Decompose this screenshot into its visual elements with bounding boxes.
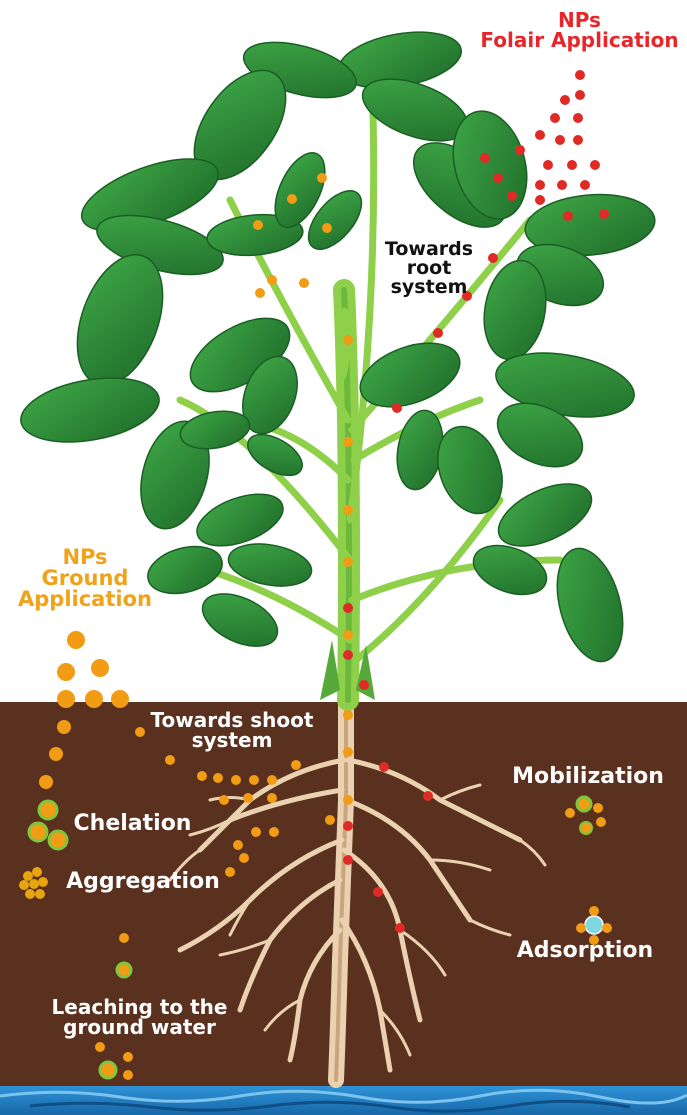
mobilization-label: Mobilization bbox=[492, 766, 684, 788]
aggregation-label: Aggregation bbox=[48, 871, 238, 893]
leaching-line-1: Leaching to the bbox=[22, 997, 257, 1017]
ground-label-line-3: Application bbox=[0, 589, 170, 610]
towards-root-line-3: system bbox=[364, 278, 494, 297]
towards-root-label: Towards root system bbox=[364, 240, 494, 297]
ground-label-line-2: Ground bbox=[0, 568, 170, 589]
foliar-application-label: NPs Folair Application bbox=[472, 10, 687, 50]
foliar-label-line-2: Folair Application bbox=[472, 30, 687, 50]
foliar-label-line-1: NPs bbox=[472, 10, 687, 30]
towards-shoot-label: Towards shoot system bbox=[132, 710, 332, 750]
ground-label-line-1: NPs bbox=[0, 547, 170, 568]
adsorption-label: Adsorption bbox=[500, 940, 670, 962]
leaching-label: Leaching to the ground water bbox=[22, 997, 257, 1037]
groundwater-layer bbox=[0, 1086, 687, 1115]
chelation-label: Chelation bbox=[60, 813, 205, 835]
towards-shoot-line-1: Towards shoot bbox=[132, 710, 332, 730]
leaching-line-2: ground water bbox=[22, 1017, 257, 1037]
ground-application-label: NPs Ground Application bbox=[0, 547, 170, 610]
towards-shoot-line-2: system bbox=[132, 730, 332, 750]
